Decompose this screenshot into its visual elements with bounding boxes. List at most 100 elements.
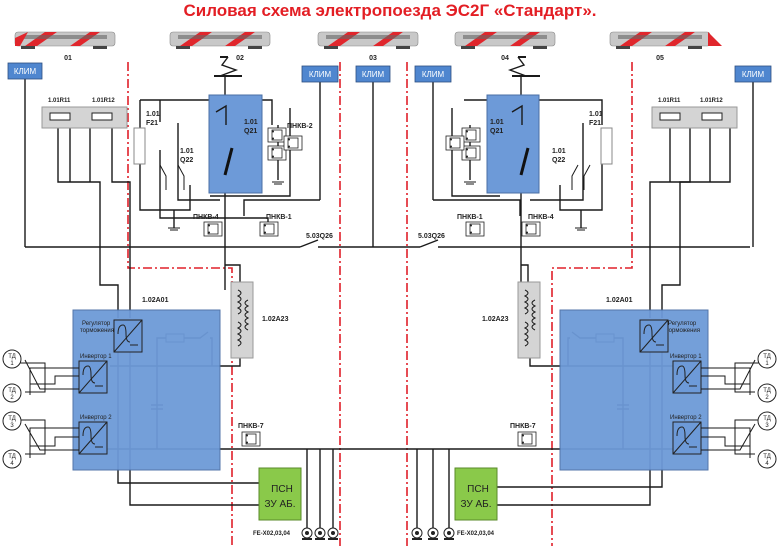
f21-label: 1.01: [589, 111, 603, 118]
inverter-label: Инвертор 1: [80, 354, 112, 360]
ground-label-left: FE-X02,03,04: [253, 531, 291, 537]
f21-label: F21: [146, 120, 158, 127]
converter-label: 1.02A01: [142, 297, 169, 304]
pnkv-1-left: ПНКВ-1: [259, 214, 292, 237]
q22-label: 1.01: [552, 148, 566, 155]
traction-motor-1: ТД1: [2, 349, 22, 369]
pnkv-4-right: ПНКВ-4: [521, 214, 554, 237]
klim-box-01: КЛИМ: [7, 62, 43, 80]
klim-box-04: КЛИМ: [414, 65, 452, 83]
traction-motor-2: ТД2: [757, 383, 777, 403]
motor-label: ТД: [763, 388, 771, 394]
motor-number: 4: [765, 461, 769, 467]
pnkv-label: ПНКВ-1: [266, 214, 292, 221]
q22-label: 1.01: [180, 148, 194, 155]
q26-label-left: 5.03Q26: [306, 233, 333, 240]
transformer-1-02A23-left: 1.02A23: [230, 281, 289, 359]
motor-label: ТД: [8, 454, 16, 460]
ground-brush-icon: [301, 527, 455, 540]
q21-label: 1.01: [244, 119, 258, 126]
car-label: 05: [656, 55, 664, 62]
traction-converter-right: 1.02A01 Регулятор торможения Инвертор 1 …: [559, 297, 709, 471]
motor-number: 3: [10, 423, 14, 429]
klim-label: КЛИМ: [309, 70, 332, 79]
ground-icon: [168, 181, 587, 231]
car-01: 01: [14, 31, 116, 62]
pnkv-label: ПНКВ-1: [457, 214, 483, 221]
pnkv-7-left: ПНКВ-7: [238, 423, 264, 447]
pnkv-label: ПНКВ-7: [510, 423, 536, 430]
motor-number: 2: [10, 395, 14, 401]
brake-regulator-label: Регулятор: [668, 321, 697, 327]
motor-wiring: [12, 359, 768, 458]
car-02: 02: [169, 31, 271, 62]
inverter-label: Инвертор 2: [80, 415, 112, 421]
brake-regulator-label: Регулятор: [82, 321, 111, 327]
traction-motor-3: ТД3: [2, 411, 22, 431]
f21-label: F21: [589, 120, 601, 127]
converter-label: 1.02A01: [606, 297, 633, 304]
disconnector-q22-left: 1.01 Q22: [159, 148, 194, 190]
motor-number: 3: [765, 423, 769, 429]
pantograph-icon: [214, 56, 540, 77]
motor-number: 1: [765, 361, 769, 367]
car-label: 03: [369, 55, 377, 62]
klim-box-05: КЛИМ: [734, 65, 772, 83]
motor-label: ТД: [8, 388, 16, 394]
traction-motors-right: ТД1 ТД2 ТД3 ТД4: [757, 349, 777, 469]
motor-number: 1: [10, 361, 14, 367]
motor-label: ТД: [8, 354, 16, 360]
car-03: 03: [317, 31, 419, 62]
motor-label: ТД: [8, 416, 16, 422]
fuse-f21-right: 1.01 F21: [589, 111, 613, 165]
motor-number: 2: [765, 395, 769, 401]
car-04: 04: [454, 31, 556, 62]
motor-label: ТД: [763, 354, 771, 360]
psn-label: ЗУ АБ.: [264, 499, 295, 510]
klim-box-03: КЛИМ: [355, 65, 391, 83]
klim-label: КЛИМ: [14, 67, 37, 76]
brake-regulator-label: торможения: [80, 328, 114, 334]
main-breaker-q21-right: 1.01 Q21: [486, 94, 540, 194]
diagram-title: Силовая схема электропоезда ЭС2Г «Станда…: [183, 1, 596, 20]
transformer-label: 1.02A23: [262, 316, 289, 323]
f21-label: 1.01: [146, 111, 160, 118]
pnkv-label: ПНКВ-2: [287, 123, 313, 130]
transformer-label: 1.02A23: [482, 316, 509, 323]
q21-label: Q21: [490, 128, 503, 135]
pnkv-7-right: ПНКВ-7: [510, 423, 537, 447]
motor-number: 4: [10, 461, 14, 467]
q26-label-right: 5.03Q26: [418, 233, 445, 240]
q22-label: Q22: [552, 157, 565, 164]
fuse-f21-left: 1.01 F21: [133, 111, 160, 165]
pnkv-1-right: ПНКВ-1: [457, 214, 485, 237]
aux-converter-psn-right: ПСН ЗУ АБ.: [454, 467, 498, 521]
psn-label: ПСН: [467, 484, 489, 495]
brake-regulator-label: торможения: [666, 328, 700, 334]
klim-box-02: КЛИМ: [301, 65, 339, 83]
pnkv-label: ПНКВ-4: [528, 214, 554, 221]
q21-label: 1.01: [490, 119, 504, 126]
r11-label: 1.01R11: [658, 98, 681, 104]
transformer-1-02A23-right: 1.02A23: [482, 281, 541, 359]
klim-label: КЛИМ: [742, 70, 765, 79]
pnkv-2-left: ПНКВ-2: [267, 123, 313, 161]
psn-label: ПСН: [271, 484, 293, 495]
inverter-label: Инвертор 1: [670, 354, 702, 360]
aux-converter-psn-left: ПСН ЗУ АБ.: [258, 467, 302, 521]
car-label: 02: [236, 55, 244, 62]
car-label: 04: [501, 55, 509, 62]
car-05: 05: [609, 31, 722, 62]
motor-label: ТД: [763, 454, 771, 460]
q22-label: Q22: [180, 157, 193, 164]
r12-label: 1.01R12: [92, 98, 115, 104]
traction-motor-4: ТД4: [2, 449, 22, 469]
pnkv-2-right: [445, 127, 481, 161]
pnkv-label: ПНКВ-4: [193, 214, 219, 221]
resistor-block-right: 1.01R11 1.01R12: [651, 98, 738, 129]
r11-label: 1.01R11: [48, 98, 71, 104]
disconnector-q22-right: 1.01 Q22: [552, 148, 591, 190]
car-boundaries: [127, 62, 633, 546]
pnkv-4-left: ПНКВ-4: [193, 214, 223, 237]
